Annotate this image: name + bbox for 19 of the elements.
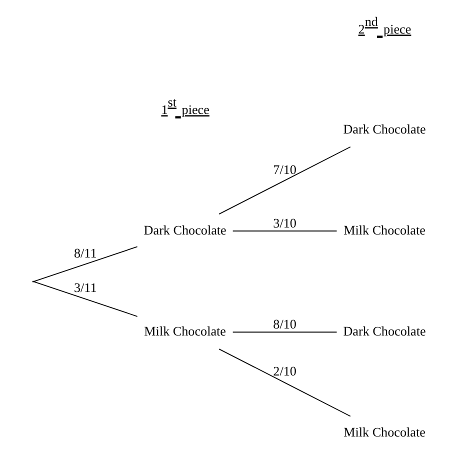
edge-label: 7/10 [272,162,296,178]
edge-label: 3/11 [73,280,96,296]
node-text: Dark Chocolate [342,121,426,136]
connector [32,246,138,282]
connector [232,332,337,333]
edge-label: 2/10 [272,363,296,378]
node-text: Dark Chocolate [342,324,426,339]
edge-label: 3/10 [272,215,296,230]
node-text: Dark Chocolate [143,222,226,238]
edge-label: 8/10 [272,316,296,332]
node-text: Milk Chocolate [343,424,425,440]
node-text: Milk Chocolate [343,222,425,238]
node-point [32,280,34,282]
connector [32,281,138,317]
connector [232,230,337,232]
edge-label: 8/11 [73,245,96,260]
connector [218,348,350,417]
connector [218,146,350,215]
node-text: Milk Chocolate [144,324,226,339]
